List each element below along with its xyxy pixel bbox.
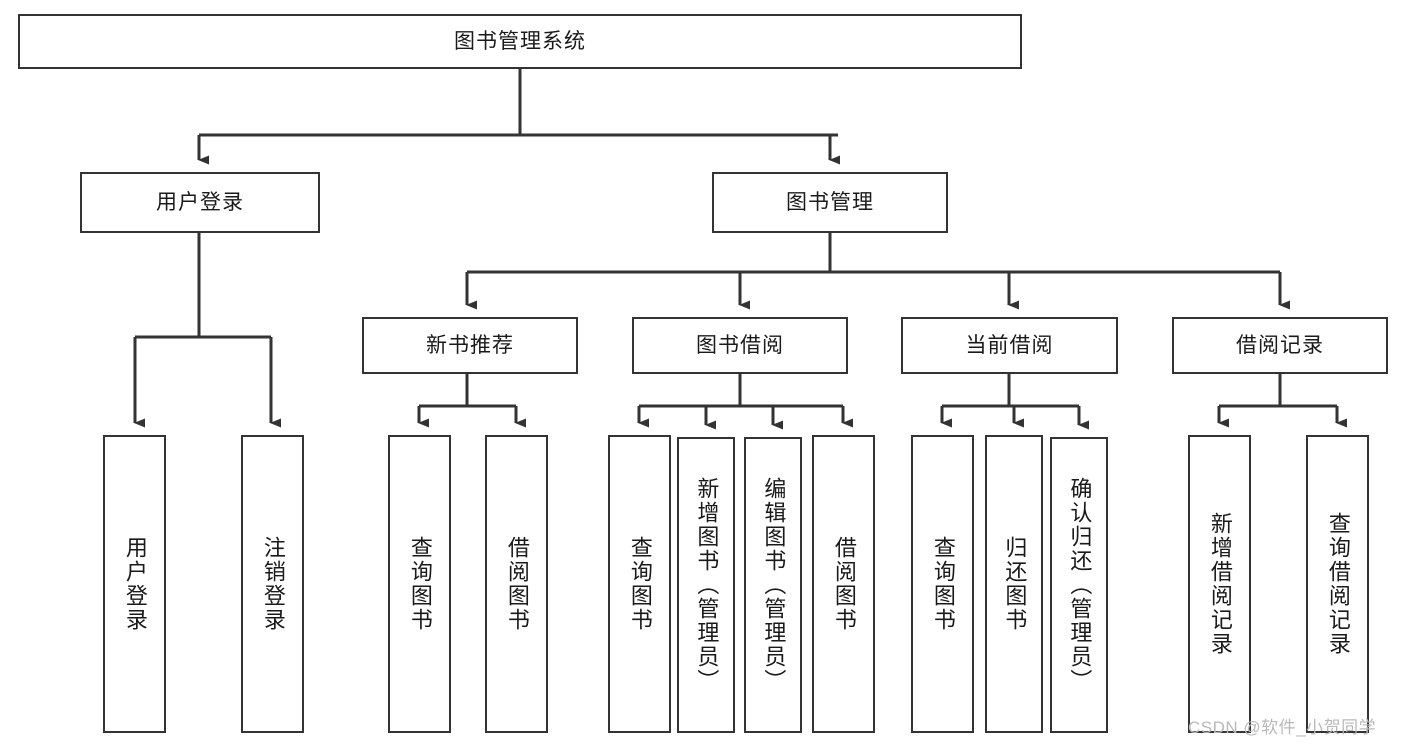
node-label: 查询图书 (407, 536, 433, 632)
node-label: 用户登录 (122, 536, 148, 632)
leaf-node-query-book-rec[interactable]: 查询图书 (388, 435, 451, 733)
node-label: 编辑图书（管理员） (761, 477, 787, 693)
node-new-book-recommendation[interactable]: 新书推荐 (362, 317, 578, 374)
leaf-node-query-book-borrow[interactable]: 查询图书 (608, 435, 671, 733)
leaf-node-return-book[interactable]: 归还图书 (985, 435, 1043, 733)
node-label: 归还图书 (1002, 536, 1028, 632)
node-label: 借阅记录 (1236, 333, 1324, 357)
node-label: 查询借阅记录 (1325, 512, 1351, 656)
node-label: 用户登录 (156, 190, 244, 214)
node-book-borrow[interactable]: 图书借阅 (632, 317, 848, 374)
node-user-login[interactable]: 用户登录 (80, 172, 320, 233)
node-label: 借阅图书 (831, 536, 857, 632)
node-root-system[interactable]: 图书管理系统 (18, 14, 1022, 69)
node-label: 新增借阅记录 (1207, 512, 1233, 656)
node-label: 图书管理 (786, 190, 874, 214)
leaf-node-add-borrow-record[interactable]: 新增借阅记录 (1188, 435, 1251, 733)
node-book-management[interactable]: 图书管理 (712, 172, 948, 233)
node-label: 借阅图书 (504, 536, 530, 632)
leaf-node-user-login[interactable]: 用户登录 (103, 435, 166, 733)
node-current-borrow[interactable]: 当前借阅 (901, 317, 1118, 374)
watermark-text: CSDN @软件_小贺同学 (1188, 718, 1377, 737)
node-label: 注销登录 (260, 536, 286, 632)
node-borrow-records[interactable]: 借阅记录 (1172, 317, 1388, 374)
leaf-node-logout[interactable]: 注销登录 (241, 435, 304, 733)
leaf-node-borrow-book-rec[interactable]: 借阅图书 (485, 435, 548, 733)
leaf-node-add-book-admin[interactable]: 新增图书（管理员） (677, 437, 735, 733)
node-label: 图书管理系统 (454, 29, 586, 53)
node-label: 图书借阅 (696, 333, 784, 357)
node-label: 新书推荐 (426, 333, 514, 357)
node-label: 新增图书（管理员） (694, 477, 720, 693)
node-label: 查询图书 (930, 536, 956, 632)
leaf-node-edit-book-admin[interactable]: 编辑图书（管理员） (744, 437, 802, 733)
leaf-node-query-book-current[interactable]: 查询图书 (911, 435, 974, 733)
node-label: 当前借阅 (965, 333, 1054, 357)
node-label: 查询图书 (627, 536, 653, 632)
leaf-node-borrow-book[interactable]: 借阅图书 (812, 435, 875, 733)
node-label: 确认归还（管理员） (1067, 477, 1093, 693)
leaf-node-query-borrow-record[interactable]: 查询借阅记录 (1306, 435, 1369, 733)
leaf-node-confirm-return-admin[interactable]: 确认归还（管理员） (1050, 437, 1108, 733)
